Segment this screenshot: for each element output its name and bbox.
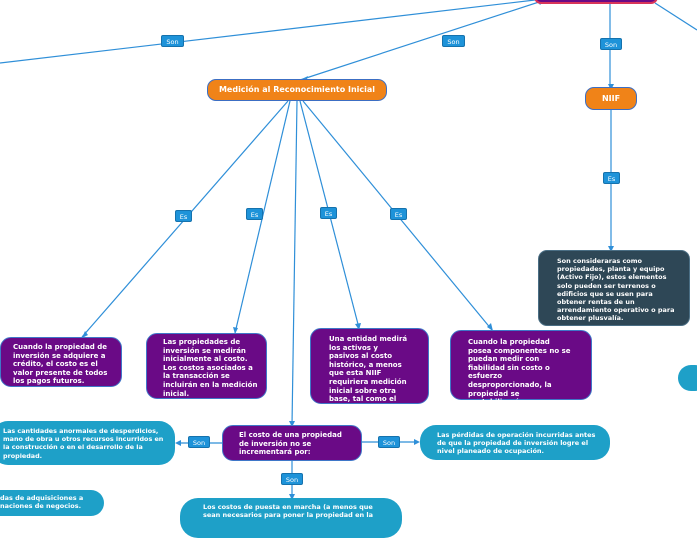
anormales-node[interactable]: Las cantidades anormales de desperdicios…	[0, 421, 175, 465]
no-incrementara-node[interactable]: El costo de una propiedad de inversión n…	[222, 425, 362, 461]
costo-historico-node[interactable]: Una entidad medirá los activos y pasivos…	[310, 328, 429, 412]
son-tag-down: Son	[281, 473, 303, 485]
es-tag-2: Es	[246, 208, 263, 220]
adquisiciones-node[interactable]: das de adquisiciones a naciones de negoc…	[0, 490, 104, 516]
son-tag-left: Son	[161, 35, 184, 47]
es-tag-3: Es	[320, 207, 337, 219]
niif-node[interactable]: NIIF	[585, 87, 637, 110]
son-tag-center: Son	[442, 35, 465, 47]
top-root-node[interactable]	[534, 0, 658, 4]
niif-description-node[interactable]: Son consideraras como propiedades, plant…	[538, 250, 690, 326]
perdidas-node[interactable]: Las pérdidas de operación incurridas ant…	[420, 425, 610, 460]
medicion-costo-node[interactable]: Las propiedades de inversión se medirán …	[146, 333, 267, 399]
credito-node[interactable]: Cuando la propiedad de inversión se adqu…	[0, 337, 122, 387]
son-tag-niif: Son	[600, 38, 622, 50]
es-tag-niif: Es	[603, 172, 620, 184]
es-tag-1: Es	[175, 210, 192, 222]
right-edge-node[interactable]	[678, 365, 697, 391]
son-tag-right-bottom: Son	[378, 436, 400, 448]
center-node-title[interactable]: Medición al Reconocimiento Inicial	[207, 79, 387, 101]
puesta-marcha-node[interactable]: Los costos de puesta en marcha (a menos …	[180, 498, 402, 538]
es-tag-4: Es	[390, 208, 407, 220]
componentes-node[interactable]: Cuando la propiedad posea componentes no…	[450, 330, 592, 415]
son-tag-left-bottom: Son	[188, 436, 210, 448]
